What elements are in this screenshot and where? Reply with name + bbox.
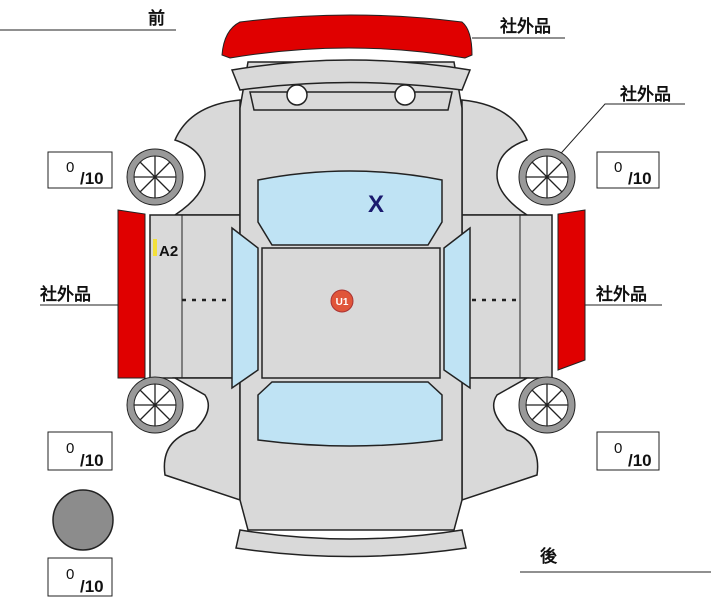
svg-text:0: 0 [66, 440, 74, 457]
car-body [149, 59, 553, 558]
front-bumper-aftermarket [221, 14, 473, 59]
tire-box-right-front: 0 /10 [596, 151, 660, 189]
tire-box-spare: 0 /10 [47, 557, 113, 597]
svg-text:0: 0 [66, 159, 74, 176]
right-side-window [443, 226, 471, 390]
left-skirt-aftermarket [117, 209, 146, 379]
left-side-window [231, 226, 259, 390]
svg-text:/10: /10 [628, 169, 652, 188]
wheel-icon [518, 148, 576, 206]
rear-window [257, 381, 443, 447]
left-skirt-aftermarket-label: 社外品 [39, 284, 91, 305]
windshield [257, 170, 443, 246]
right-skirt-aftermarket-label: 社外品 [595, 284, 647, 305]
right-wheel-aftermarket-label: 社外品 [619, 84, 671, 105]
svg-text:0: 0 [66, 566, 74, 583]
wheel-icon [126, 376, 184, 434]
wheel-icon [518, 376, 576, 434]
svg-text:/10: /10 [80, 577, 104, 596]
svg-text:0: 0 [614, 159, 622, 176]
front-bumper-aftermarket-label: 社外品 [499, 16, 551, 37]
svg-text:0: 0 [614, 440, 622, 457]
svg-text:/10: /10 [80, 169, 104, 188]
rear-label: 後 [540, 546, 558, 567]
spare-tire-icon [52, 489, 114, 551]
svg-text:U1: U1 [336, 297, 349, 308]
svg-text:A2: A2 [159, 243, 178, 260]
right-skirt-aftermarket [557, 209, 586, 371]
svg-text:/10: /10 [628, 451, 652, 470]
tire-box-right-rear: 0 /10 [596, 431, 660, 471]
damage-mark-u1: U1 [330, 289, 354, 313]
tire-box-left-rear: 0 /10 [47, 431, 113, 471]
damage-mark-a2: A2 [153, 239, 178, 260]
tire-box-left-front: 0 /10 [47, 151, 113, 189]
front-label: 前 [148, 8, 165, 29]
damage-mark-x: X [368, 191, 384, 218]
svg-text:/10: /10 [80, 451, 104, 470]
wheel-icon [126, 148, 184, 206]
